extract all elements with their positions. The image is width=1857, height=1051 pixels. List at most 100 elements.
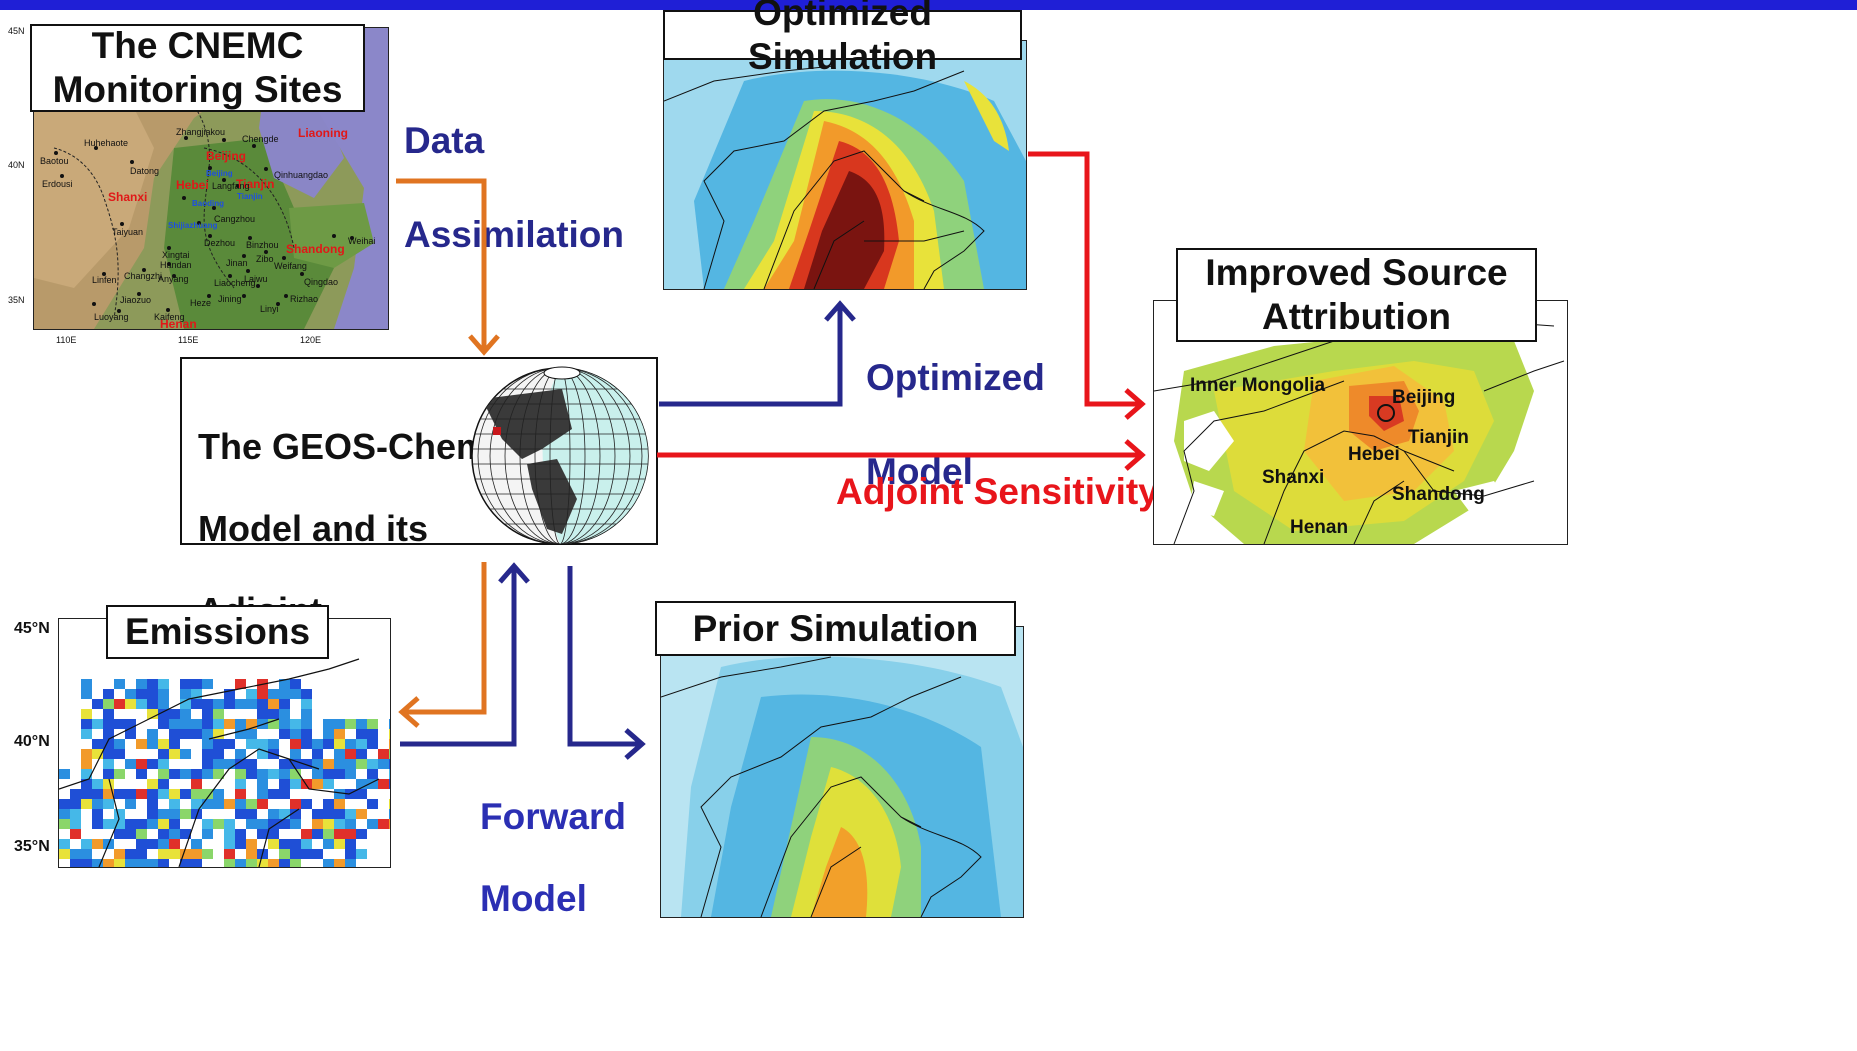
- cnemc-city-label: Handan: [160, 260, 192, 270]
- emission-cell: [257, 859, 268, 867]
- attribution-label-shanxi: Shanxi: [1262, 467, 1325, 488]
- emission-cell: [202, 709, 213, 719]
- emission-cell: [114, 719, 125, 729]
- emission-cell: [312, 829, 323, 839]
- emission-cell: [169, 719, 180, 729]
- emission-cell: [246, 819, 257, 829]
- emission-cell: [158, 749, 169, 759]
- emission-cell: [169, 819, 180, 829]
- emission-cell: [323, 809, 334, 819]
- emission-cell: [312, 819, 323, 829]
- emission-cell: [147, 759, 158, 769]
- emission-cell: [147, 679, 158, 689]
- emission-cell: [202, 739, 213, 749]
- emission-cell: [345, 749, 356, 759]
- improved-title-line1: Improved Source: [1205, 252, 1508, 293]
- emission-cell: [103, 689, 114, 699]
- prior-simulation-arrow: [567, 566, 646, 760]
- geos-chem-box: The GEOS-Chem Model and its Adjoint: [180, 357, 658, 631]
- cnemc-city-label: Heze: [190, 298, 212, 308]
- emission-cell: [136, 839, 147, 849]
- emission-cell: [169, 769, 180, 779]
- emission-cell: [180, 729, 191, 739]
- data-assimilation-line2: Assimilation: [404, 214, 624, 255]
- emission-cell: [103, 739, 114, 749]
- emission-cell: [114, 769, 125, 779]
- emission-cell: [367, 719, 378, 729]
- emission-cell: [290, 749, 301, 759]
- emission-cell: [213, 729, 224, 739]
- cnemc-lon-110: 110E: [56, 335, 77, 345]
- emission-cell: [114, 829, 125, 839]
- emission-cell: [136, 679, 147, 689]
- emission-cell: [345, 809, 356, 819]
- emission-cell: [290, 839, 301, 849]
- cnemc-city-label: Dezhou: [204, 238, 236, 248]
- emission-cell: [180, 769, 191, 779]
- emission-cell: [323, 799, 334, 809]
- emission-cell: [202, 749, 213, 759]
- emission-cell: [169, 839, 180, 849]
- emission-cell: [180, 829, 191, 839]
- emission-cell: [114, 859, 125, 867]
- cnemc-city-label: Jinan: [226, 258, 248, 268]
- emission-cell: [345, 759, 356, 769]
- emission-cell: [257, 779, 268, 789]
- emission-cell: [180, 749, 191, 759]
- emission-cell: [92, 859, 103, 867]
- emission-cell: [312, 769, 323, 779]
- emission-cell: [202, 819, 213, 829]
- emission-cell: [290, 739, 301, 749]
- emission-cell: [125, 759, 136, 769]
- emission-cell: [312, 849, 323, 859]
- emission-cell: [81, 839, 92, 849]
- emission-cell: [257, 709, 268, 719]
- emission-cell: [92, 719, 103, 729]
- emission-cell: [147, 689, 158, 699]
- emission-cell: [147, 839, 158, 849]
- emission-cell: [323, 729, 334, 739]
- emission-cell: [301, 839, 312, 849]
- emission-cell: [147, 809, 158, 819]
- emissions-lat-45: 45°N: [14, 620, 50, 637]
- emission-cell: [356, 719, 367, 729]
- emission-cell: [301, 739, 312, 749]
- emission-cell: [290, 759, 301, 769]
- emission-cell: [147, 729, 158, 739]
- emission-cell: [235, 799, 246, 809]
- emission-cell: [279, 809, 290, 819]
- emission-cell: [224, 799, 235, 809]
- emission-cell: [235, 729, 246, 739]
- emission-cell: [290, 719, 301, 729]
- emission-cell: [345, 789, 356, 799]
- emission-cell: [301, 699, 312, 709]
- emission-cell: [92, 839, 103, 849]
- prior-simulation-map: [660, 626, 1024, 918]
- emission-cell: [279, 699, 290, 709]
- improved-title-line2: Attribution: [1261, 296, 1452, 337]
- emission-cell: [312, 749, 323, 759]
- emission-cell: [378, 749, 389, 759]
- emission-cell: [334, 719, 345, 729]
- emission-cell: [268, 719, 279, 729]
- emission-cell: [158, 779, 169, 789]
- emission-cell: [169, 799, 180, 809]
- emissions-map: [58, 618, 391, 868]
- cnemc-lon-115: 115E: [178, 335, 199, 345]
- emission-cell: [345, 719, 356, 729]
- emission-cell: [202, 829, 213, 839]
- emission-cell: [92, 779, 103, 789]
- improved-attribution-map: Inner Mongolia Beijing Tianjin Hebei Sha…: [1153, 300, 1568, 545]
- emissions-lat-35: 35°N: [14, 838, 50, 855]
- emission-cell: [257, 789, 268, 799]
- emission-cell: [81, 799, 92, 809]
- emission-cell: [213, 749, 224, 759]
- emission-cell: [125, 689, 136, 699]
- emission-cell: [59, 809, 70, 819]
- cnemc-province-shanxi: Shanxi: [108, 190, 148, 204]
- emission-cell: [180, 719, 191, 729]
- emission-cell: [92, 799, 103, 809]
- emission-cell: [136, 849, 147, 859]
- emission-cell: [279, 769, 290, 779]
- emission-cell: [70, 809, 81, 819]
